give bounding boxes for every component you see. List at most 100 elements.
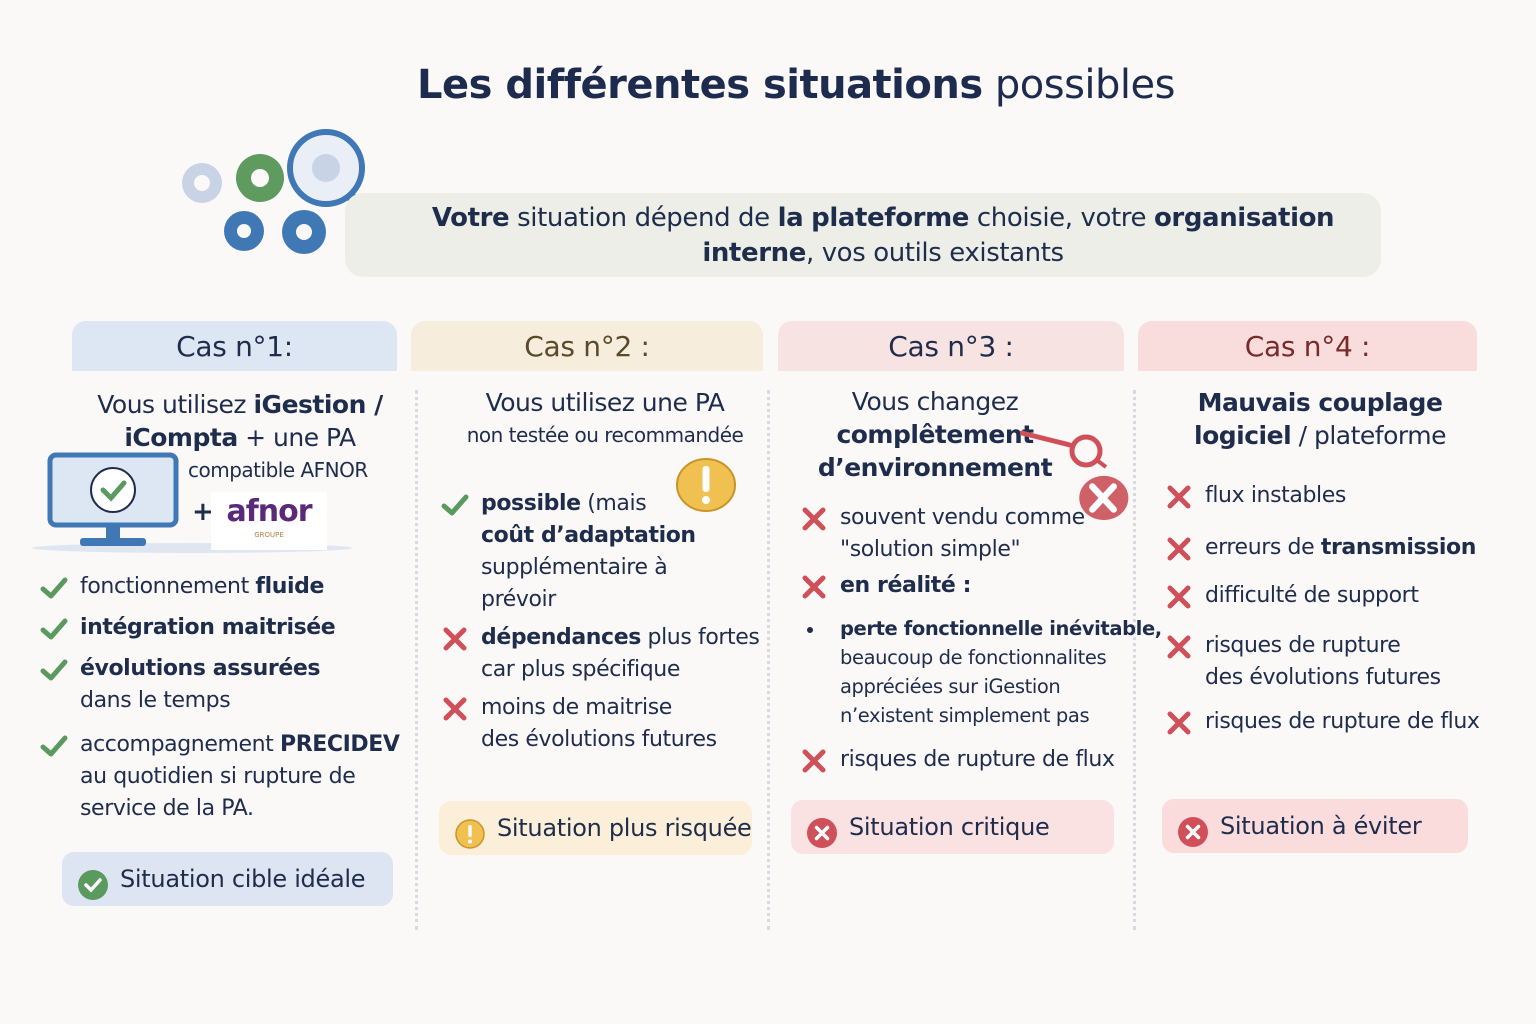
afnor-logo-text: afnor	[226, 494, 312, 529]
column-divider	[415, 390, 418, 930]
text-segment: appréciées sur iGestion	[840, 675, 1061, 698]
item-line: en réalité :	[840, 570, 971, 602]
text-segment: Vous changez	[851, 387, 1019, 416]
item-line: appréciées sur iGestion	[840, 672, 1162, 701]
banner-line-1: Votre situation dépend de la plateforme …	[385, 201, 1381, 236]
item-line: supplémentaire à	[481, 552, 696, 584]
item-line: dépendances plus fortes	[481, 622, 760, 654]
item-line: "solution simple"	[840, 534, 1085, 566]
item-line: des évolutions futures	[1205, 662, 1441, 694]
text-segment: en réalité :	[840, 573, 972, 598]
subtitle-line: Mauvais couplage	[1140, 386, 1500, 419]
cross-icon	[807, 813, 837, 848]
subtitle-line: d’environnement	[760, 451, 1110, 484]
case-subtitle: Vous utilisez une PA non testée ou recomm…	[430, 386, 780, 452]
text-segment: prévoir	[481, 587, 556, 612]
text-segment: "solution simple"	[840, 537, 1021, 562]
cross-circle-icon	[1079, 475, 1129, 521]
list-item: intégration maitrisée	[40, 612, 336, 644]
text-segment: risques de rupture de flux	[1205, 709, 1480, 734]
check-icon	[40, 658, 68, 682]
cross-icon	[1165, 485, 1193, 509]
item-line: dans le temps	[80, 685, 320, 717]
text-segment: beaucoup de fonctionnalites	[840, 646, 1107, 669]
check-icon	[40, 734, 68, 758]
list-item: fonctionnement fluide	[40, 571, 324, 603]
list-item: moins de maitrise des évolutions futures	[441, 692, 717, 756]
text-segment: intégration maitrisée	[80, 615, 336, 640]
banner-line-2: interne, vos outils existants	[385, 236, 1381, 271]
cross-icon	[800, 507, 828, 531]
item-line: fonctionnement fluide	[80, 571, 324, 603]
subtitle-extra: non testée ou recommandée	[466, 423, 744, 447]
cross-icon	[800, 575, 828, 599]
text-segment: transmission	[1320, 535, 1477, 560]
text-segment: coût d’adaptation	[481, 523, 696, 548]
text-segment: dans le temps	[80, 688, 231, 713]
text-segment: Mauvais couplage	[1197, 388, 1443, 417]
subtitle-extra: compatible AFNOR	[188, 458, 368, 482]
text-segment: risques de rupture	[1205, 633, 1401, 658]
text-segment: supplémentaire à	[481, 555, 668, 580]
text-segment: iCompta	[124, 423, 238, 452]
cross-icon	[800, 749, 828, 773]
text-segment: , vos outils existants	[805, 238, 1064, 268]
list-item: risques de rupture de flux	[1165, 706, 1480, 738]
text-segment: moins de maitrise	[481, 695, 672, 720]
warning-icon	[676, 458, 736, 512]
afnor-logo: afnor GROUPE	[211, 492, 327, 550]
case-header-2: Cas n°2 :	[411, 321, 763, 371]
badge-label: Situation à éviter	[1220, 812, 1422, 840]
badge-label: Situation plus risquée	[497, 814, 752, 842]
item-line: risques de rupture	[1205, 630, 1441, 662]
text-segment: erreurs de	[1205, 535, 1321, 560]
bullet-icon	[800, 619, 828, 643]
text-segment: car plus spécifique	[481, 657, 680, 682]
text-segment: difficulté de support	[1205, 583, 1419, 608]
cross-icon	[1165, 635, 1193, 659]
text-segment: fonctionnement	[80, 574, 256, 599]
badge-label: Situation critique	[849, 813, 1050, 841]
item-line: des évolutions futures	[481, 724, 717, 756]
check-icon	[441, 493, 469, 517]
text-segment: situation dépend de	[509, 203, 778, 233]
item-line: flux instables	[1205, 480, 1346, 512]
cross-icon	[1165, 711, 1193, 735]
item-line: service de la PA.	[80, 793, 400, 825]
text-segment: dépendances	[481, 625, 641, 650]
text-segment: flux instables	[1205, 483, 1346, 508]
list-item: dépendances plus fortes car plus spécifiq…	[441, 622, 760, 686]
subtitle-line: Vous changez	[760, 385, 1110, 418]
text-segment: PRECIDEV	[279, 732, 400, 757]
case-header-1: Cas n°1:	[72, 321, 397, 371]
text-segment: + une PA	[237, 423, 356, 452]
item-line: erreurs de transmission	[1205, 532, 1476, 564]
text-segment: des évolutions futures	[481, 727, 717, 752]
text-segment: d’environnement	[817, 453, 1053, 482]
broken-key-icon	[1020, 430, 1108, 469]
item-line: accompagnement PRECIDEV	[80, 729, 400, 761]
subtitle-line: Vous utilisez iGestion /	[70, 388, 410, 421]
item-line: évolutions assurées	[80, 653, 320, 685]
list-item: erreurs de transmission	[1165, 532, 1476, 564]
text-segment: possible	[481, 491, 581, 516]
text-segment: la	[777, 203, 804, 233]
text-segment	[803, 203, 811, 233]
text-segment: Vous utilisez une PA	[485, 388, 725, 417]
warning-icon	[455, 814, 485, 849]
list-item: risques de rupture de flux	[800, 744, 1115, 776]
item-line: beaucoup de fonctionnalites	[840, 643, 1162, 672]
text-segment: choisie, votre	[969, 203, 1154, 233]
text-segment: logiciel	[1194, 421, 1292, 450]
item-line: souvent vendu comme	[840, 502, 1085, 534]
case-header-3: Cas n°3 :	[778, 321, 1124, 371]
list-item: flux instables	[1165, 480, 1346, 512]
list-item: difficulté de support	[1165, 580, 1419, 612]
subtitle-line: Vous utilisez une PA	[430, 386, 780, 419]
item-line: perte fonctionnelle inévitable,	[840, 614, 1162, 643]
case-header-4: Cas n°4 :	[1138, 321, 1477, 371]
item-line: n’existent simplement pas	[840, 701, 1162, 730]
badge-label: Situation cible idéale	[120, 865, 366, 893]
